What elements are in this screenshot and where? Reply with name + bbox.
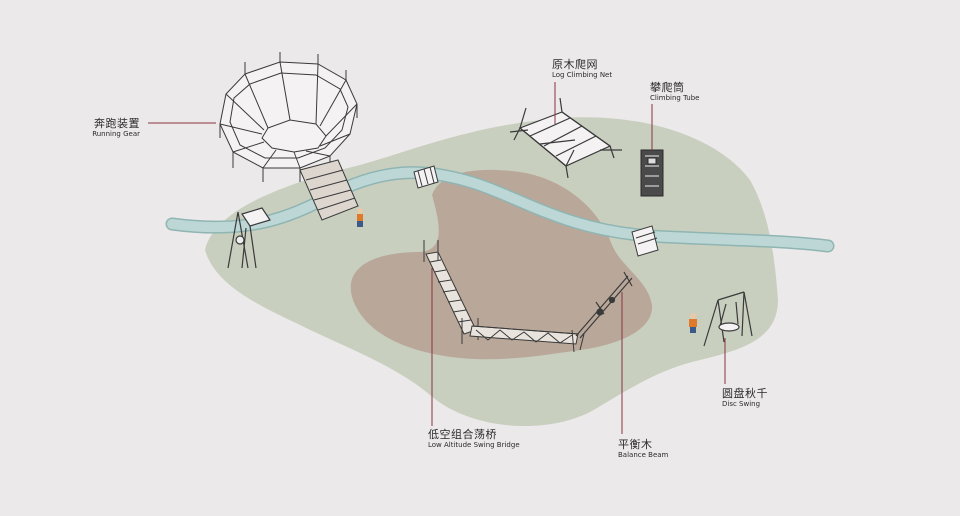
climbing-tube-structure bbox=[640, 149, 664, 197]
climbing-tube-label-en: Climbing Tube bbox=[650, 94, 700, 102]
swing-bridge-structure bbox=[423, 240, 585, 353]
balance-beam-label-zh: 平衡木 bbox=[618, 438, 653, 451]
path-gate-frame bbox=[227, 207, 271, 269]
log-climbing-net-structure bbox=[509, 97, 622, 179]
balance-beam-label: 平衡木 Balance Beam bbox=[618, 438, 668, 460]
swing-bridge-label-en: Low Altitude Swing Bridge bbox=[428, 441, 520, 449]
child-figure bbox=[689, 313, 697, 333]
disc-swing-structure bbox=[703, 291, 753, 347]
climbing-tube-label: 攀爬筒 Climbing Tube bbox=[650, 81, 700, 103]
disc-swing-label-en: Disc Swing bbox=[722, 400, 761, 408]
log-climbing-net-label: 原木爬网 Log Climbing Net bbox=[552, 58, 612, 80]
climbing-tube-label-zh: 攀爬筒 bbox=[650, 81, 685, 94]
path-bench bbox=[413, 165, 439, 189]
log-climbing-net-label-en: Log Climbing Net bbox=[552, 71, 613, 79]
running-gear-structure bbox=[219, 52, 359, 221]
path bbox=[167, 167, 833, 251]
balance-beam-label-en: Balance Beam bbox=[618, 451, 669, 459]
log-climbing-net-label-zh: 原木爬网 bbox=[552, 58, 598, 71]
disc-swing-label: 圆盘秋千 Disc Swing bbox=[722, 387, 768, 409]
running-gear-label-zh: 奔跑装置 bbox=[94, 117, 140, 130]
path-bench-2 bbox=[631, 225, 659, 257]
disc-swing-label-zh: 圆盘秋千 bbox=[722, 387, 768, 400]
swing-bridge-label: 低空组合荡桥 Low Altitude Swing Bridge bbox=[428, 428, 520, 450]
swing-bridge-label-zh: 低空组合荡桥 bbox=[428, 428, 497, 441]
running-gear-label-en: Running Gear bbox=[92, 130, 140, 138]
child-figure bbox=[357, 208, 363, 227]
running-gear-label: 奔跑装置 Running Gear bbox=[60, 117, 140, 139]
balance-beam-structure bbox=[575, 271, 633, 339]
